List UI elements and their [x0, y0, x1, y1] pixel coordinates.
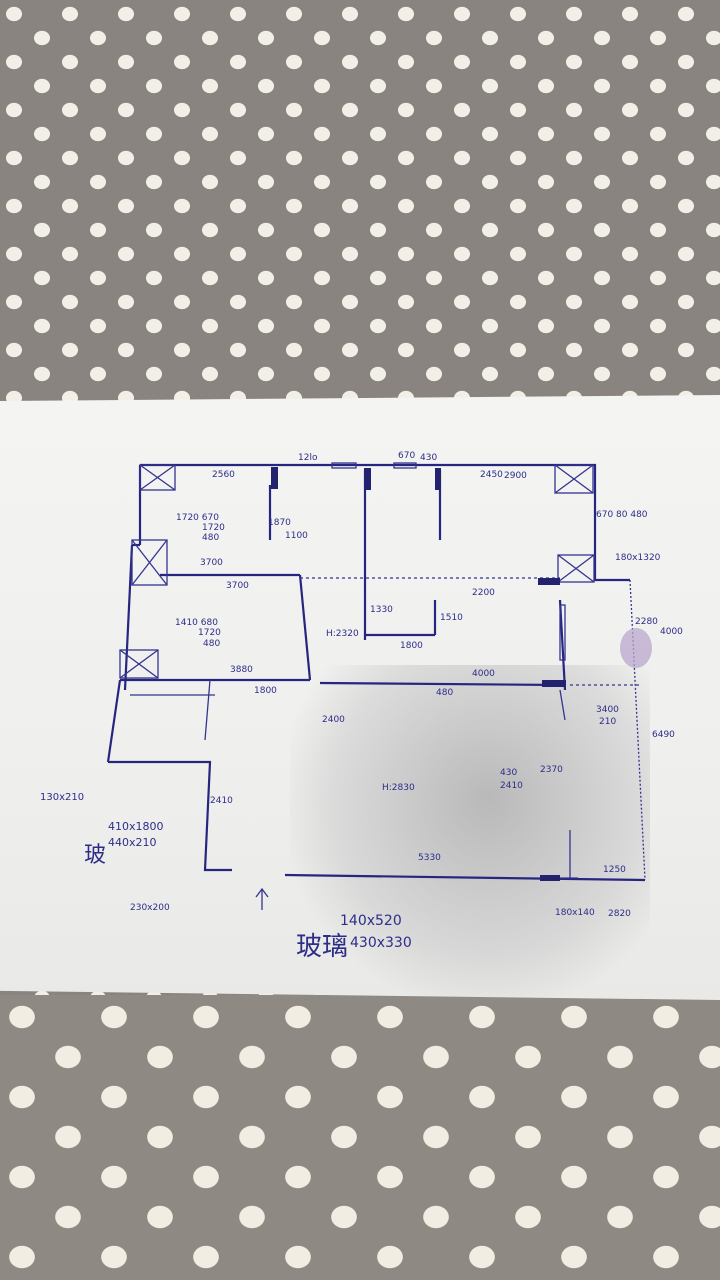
label-left-8: 480: [203, 639, 220, 649]
arrow-icon: [255, 887, 269, 910]
label-mid-2: 1100: [285, 531, 308, 541]
label-mid-8: 4000: [472, 669, 495, 679]
label-right-9: 430: [500, 768, 517, 778]
label-bottom-3: 2410: [210, 796, 233, 806]
carpet-background-bottom: [0, 995, 720, 1280]
chinese-glass-bottom: 玻璃: [296, 932, 348, 962]
label-left-9: 3880: [230, 665, 253, 675]
label-bottom-1: 5330: [418, 853, 441, 863]
label-bottom-5: 180x140: [555, 908, 595, 918]
label-mid-4: 1330: [370, 605, 393, 615]
label-mid-3: H:2320: [326, 629, 359, 639]
label-right-6: 3400: [596, 705, 619, 715]
label-mid-6: 1510: [440, 613, 463, 623]
left-note-3: 440x210: [108, 836, 157, 849]
hand-shadow: [290, 665, 650, 1000]
label-right-7: 210: [599, 717, 616, 727]
label-mid-5: 1800: [400, 641, 423, 651]
label-top-6: 670 80 480: [596, 510, 648, 520]
label-bottom-2: 1250: [603, 865, 626, 875]
label-right-3: 2280: [635, 617, 658, 627]
label-height-living: H:2830: [382, 783, 415, 793]
label-left-2: 1720: [202, 523, 225, 533]
left-note-1: 130x210: [40, 792, 84, 803]
label-top-5: 2450: [480, 470, 503, 480]
label-top-3: 670: [398, 451, 415, 461]
ink-stain: [620, 628, 652, 668]
label-bottom-4: 2400: [322, 715, 345, 725]
label-top-1: 2560: [212, 470, 235, 480]
label-mid-7: 2200: [472, 588, 495, 598]
label-mid-1: 1870: [268, 518, 291, 528]
window-size-top: 140x520: [340, 913, 402, 929]
label-bottom-6: 230x200: [130, 903, 170, 913]
corner-note: 2820: [608, 909, 631, 919]
label-right-8: 2370: [540, 765, 563, 775]
label-mid-9: 480: [436, 688, 453, 698]
window-size-bottom: 430x330: [350, 935, 412, 951]
label-right-10: 2410: [500, 781, 523, 791]
label-left-5: 3700: [226, 581, 249, 591]
label-right-1: 2900: [504, 471, 527, 481]
label-left-4: 3700: [200, 558, 223, 568]
left-note-2: 410x1800: [108, 820, 164, 833]
paper-sheet: [0, 395, 720, 1000]
label-right-5: 6490: [652, 730, 675, 740]
label-right-4: 4000: [660, 627, 683, 637]
chinese-glass-left: 玻: [84, 843, 106, 868]
annotations: 2560 12lo 670 430 2450 670 80 480 1720 6…: [40, 451, 683, 962]
label-left-7: 1720: [198, 628, 221, 638]
structural-columns: [119, 462, 595, 881]
label-right-2: 180x1320: [615, 553, 661, 563]
label-left-10: 1800: [254, 686, 277, 696]
label-left-3: 480: [202, 533, 219, 543]
label-top-2: 12lo: [298, 453, 318, 463]
walls: [106, 463, 646, 882]
label-top-4: 430: [420, 453, 437, 463]
label-left-1: 1720 670: [176, 513, 219, 523]
label-left-6: 1410 680: [175, 618, 218, 628]
